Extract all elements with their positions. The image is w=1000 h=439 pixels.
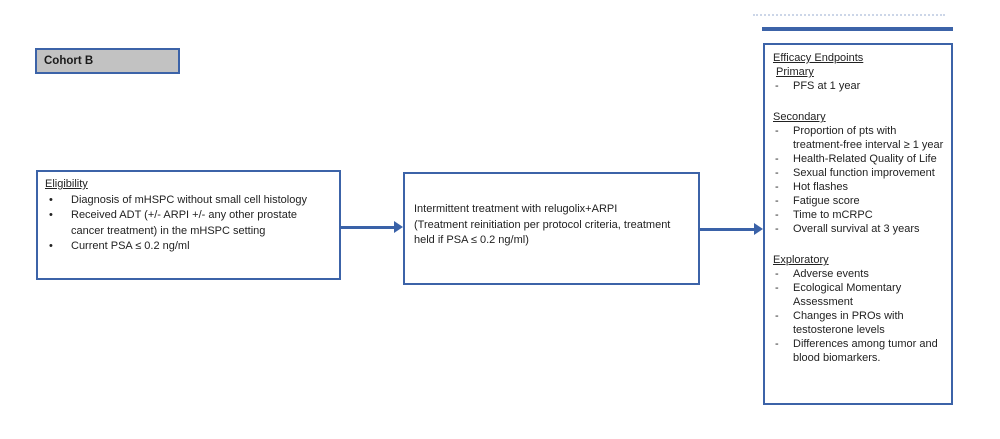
dash-icon: - — [775, 209, 779, 221]
arrow-line — [341, 225, 396, 229]
flow-arrow-right — [700, 223, 763, 235]
flow-arrow-left — [341, 221, 403, 233]
arrow-line — [700, 227, 756, 231]
endpoint-item: - Overall survival at 3 years — [773, 222, 949, 236]
treatment-box: Intermittent treatment with relugolix+AR… — [403, 172, 700, 285]
endpoint-item-text: Overall survival at 3 years — [793, 223, 920, 235]
section-heading: Secondary — [773, 111, 826, 123]
endpoint-item: - Proportion of pts with treatment-free … — [773, 124, 949, 152]
endpoint-item-text: Ecological Momentary Assessment — [793, 282, 902, 308]
endpoint-item-text: Sexual function improvement — [793, 167, 935, 179]
eligibility-item-text: Current PSA ≤ 0.2 ng/ml — [71, 240, 190, 252]
bullet-icon: • — [49, 209, 53, 221]
dash-icon: - — [775, 80, 779, 92]
endpoints-section-secondary: Secondary - Proportion of pts with treat… — [773, 110, 949, 236]
endpoint-item-text: Fatigue score — [793, 195, 860, 207]
endpoint-item: - Adverse events — [773, 267, 949, 281]
endpoints-box: Efficacy Endpoints Primary - PFS at 1 ye… — [763, 43, 953, 405]
eligibility-item: • Current PSA ≤ 0.2 ng/ml — [45, 239, 333, 255]
endpoint-item-text: PFS at 1 year — [793, 80, 861, 92]
treatment-line2: (Treatment reinitiation per protocol cri… — [414, 218, 671, 247]
endpoints-section-exploratory: Exploratory - Adverse events - Ecologica… — [773, 253, 949, 365]
endpoint-item-text: Adverse events — [793, 268, 869, 280]
endpoint-item-text: Hot flashes — [793, 181, 849, 193]
faint-dotted-line — [753, 14, 945, 16]
dash-icon: - — [775, 338, 779, 350]
eligibility-title: Eligibility — [45, 178, 88, 190]
endpoint-item: - Hot flashes — [773, 180, 949, 194]
endpoint-item-text: Health-Related Quality of Life — [793, 153, 937, 165]
dash-icon: - — [775, 181, 779, 193]
eligibility-item: • Received ADT (+/- ARPI +/- any other p… — [45, 208, 333, 239]
endpoint-item: - Health-Related Quality of Life — [773, 152, 949, 166]
eligibility-item-text: Received ADT (+/- ARPI +/- any other pro… — [71, 209, 298, 237]
endpoint-item-text: Changes in PROs with testosterone levels — [793, 310, 904, 336]
eligibility-item-text: Diagnosis of mHSPC without small cell hi… — [71, 193, 307, 206]
bullet-icon: • — [49, 193, 53, 206]
endpoint-item: - Changes in PROs with testosterone leve… — [773, 309, 949, 337]
blue-divider-bar — [762, 27, 953, 31]
endpoint-item-text: Differences among tumor and blood biomar… — [793, 338, 938, 364]
section-heading: Exploratory — [773, 254, 829, 266]
endpoint-item: - Time to mCRPC — [773, 208, 949, 222]
dash-icon: - — [775, 195, 779, 207]
endpoint-item-text: Time to mCRPC — [793, 209, 873, 221]
endpoints-section-primary: Primary - PFS at 1 year — [773, 65, 949, 93]
dash-icon: - — [775, 125, 779, 137]
dash-icon: - — [775, 223, 779, 235]
bullet-icon: • — [49, 240, 53, 252]
cohort-label: Cohort B — [44, 55, 94, 67]
arrow-head-icon — [394, 221, 403, 233]
dash-icon: - — [775, 268, 779, 280]
dash-icon: - — [775, 282, 779, 294]
treatment-line1: Intermittent treatment with relugolix+AR… — [414, 203, 618, 215]
endpoints-title: Efficacy Endpoints — [773, 52, 864, 64]
cohort-label-box: Cohort B — [35, 48, 180, 74]
dash-icon: - — [775, 310, 779, 322]
dash-icon: - — [775, 153, 779, 165]
endpoint-item-text: Proportion of pts with treatment-free in… — [793, 125, 944, 151]
endpoint-item: - Sexual function improvement — [773, 166, 949, 180]
eligibility-box: Eligibility • Diagnosis of mHSPC without… — [36, 170, 341, 280]
endpoint-item: - Differences among tumor and blood biom… — [773, 337, 949, 365]
endpoint-item: - PFS at 1 year — [773, 79, 949, 93]
eligibility-item: • Diagnosis of mHSPC without small cell … — [45, 193, 333, 209]
arrow-head-icon — [754, 223, 763, 235]
endpoint-item: - Fatigue score — [773, 194, 949, 208]
dash-icon: - — [775, 167, 779, 179]
section-heading: Primary — [776, 66, 814, 78]
endpoint-item: - Ecological Momentary Assessment — [773, 281, 949, 309]
